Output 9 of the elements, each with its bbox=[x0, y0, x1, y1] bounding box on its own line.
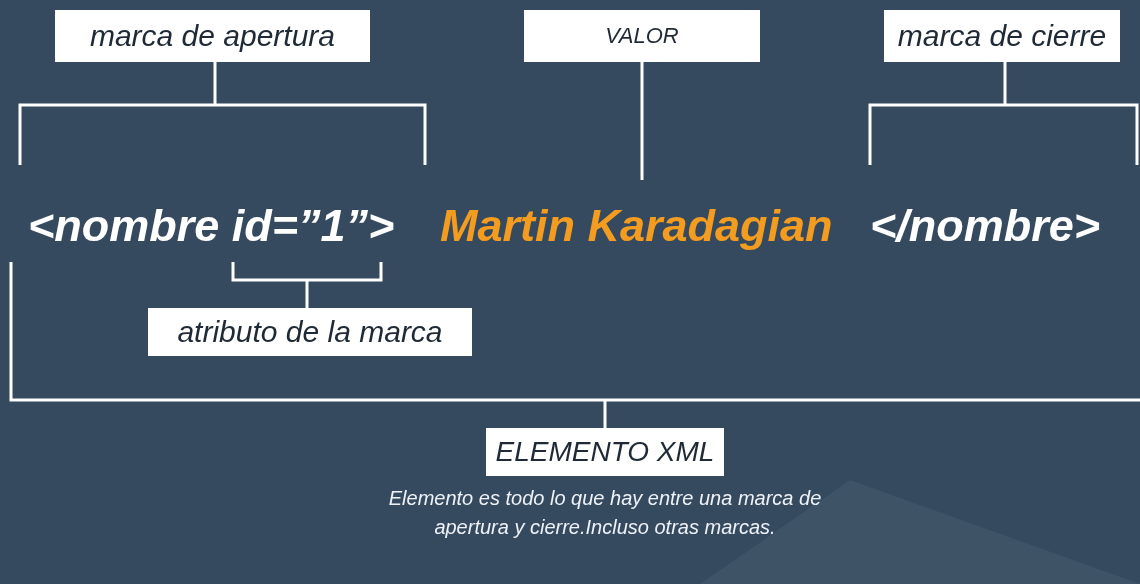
label-box: ELEMENTO XML bbox=[486, 428, 724, 476]
value-text: Martin Karadagian bbox=[440, 199, 833, 253]
label-box: marca de cierre bbox=[884, 10, 1120, 62]
label-box: marca de apertura bbox=[55, 10, 370, 62]
code-text: <nombre id=”1”> bbox=[28, 199, 395, 253]
label-box: atributo de la marca bbox=[148, 308, 472, 356]
note-text: Elemento es todo lo que hay entre una marca de apertura y cierre.Incluso otras marcas. bbox=[387, 486, 823, 540]
code-text: </nombre> bbox=[870, 199, 1101, 253]
label-box: VALOR bbox=[524, 10, 760, 62]
